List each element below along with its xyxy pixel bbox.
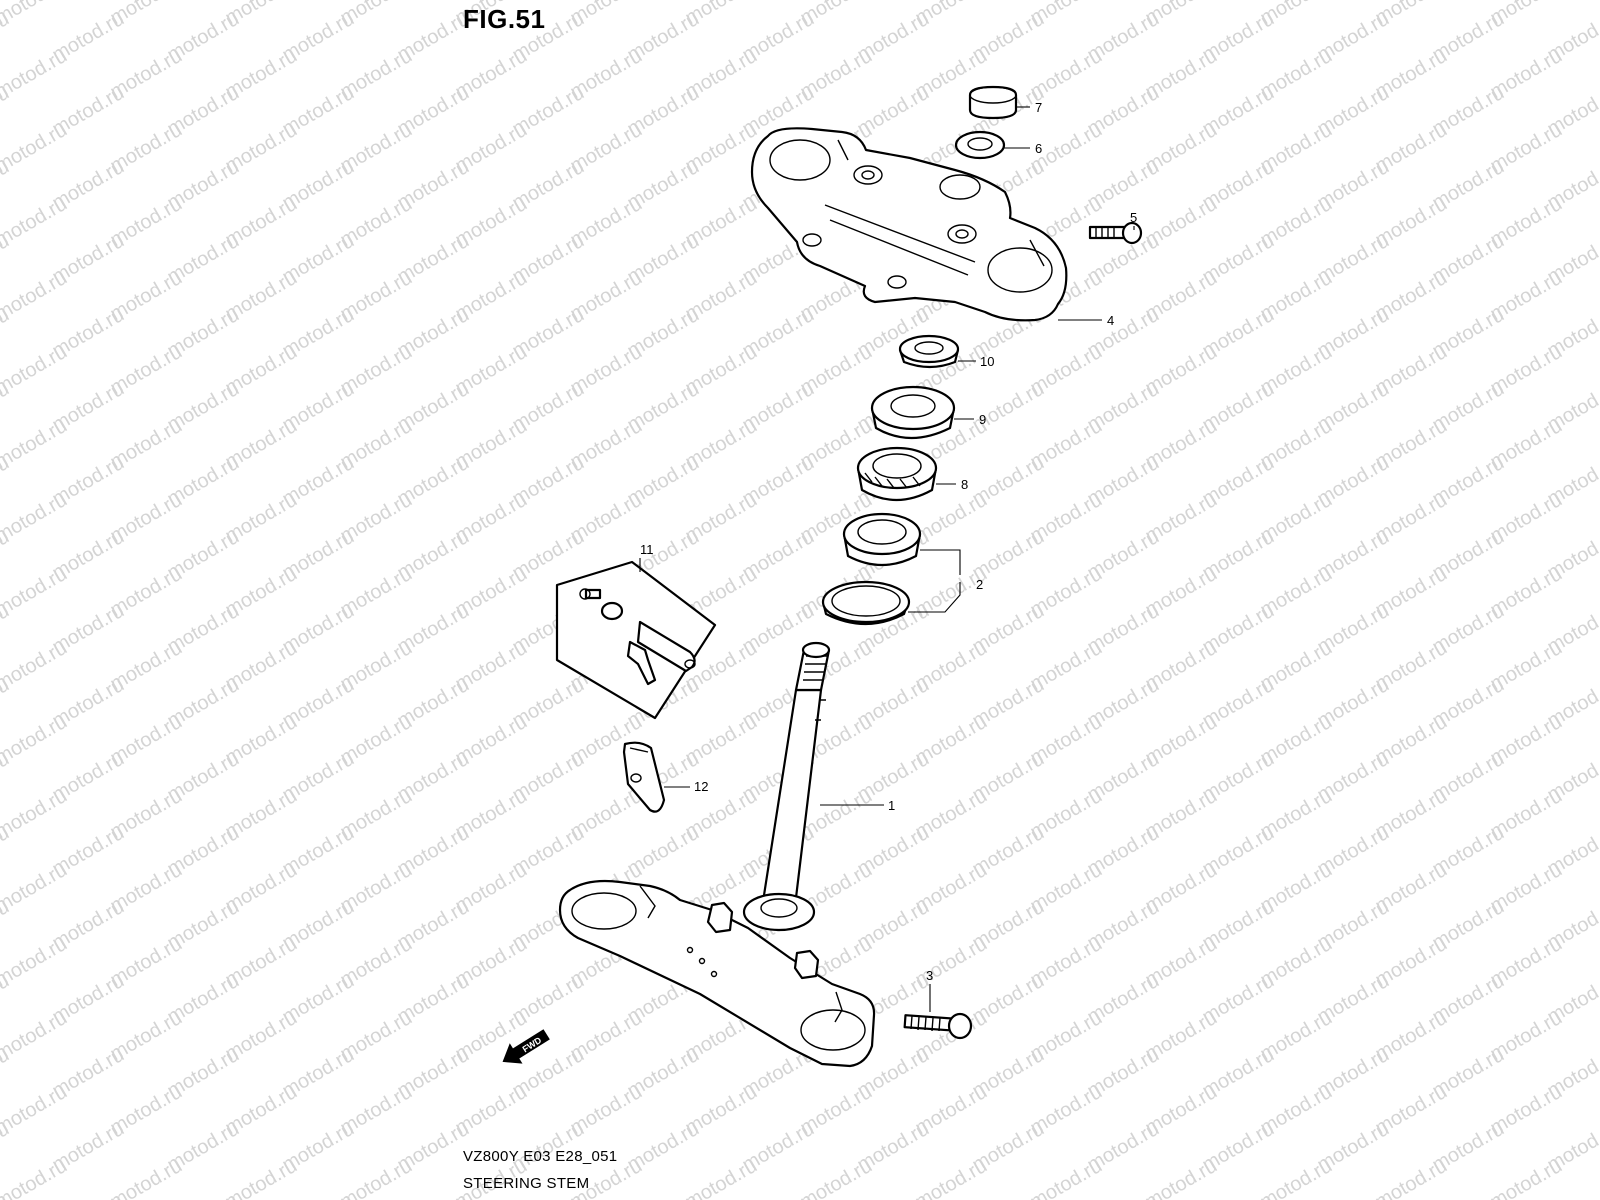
watermark-text: motod.ru xyxy=(0,1155,71,1200)
watermark-text: motod.ru xyxy=(1142,1155,1221,1200)
watermark-text: motod.ru xyxy=(0,933,71,992)
watermark-text: motod.ru xyxy=(0,1081,71,1140)
watermark-text: motod.ru xyxy=(624,1192,703,1200)
callout-1[interactable]: 1 xyxy=(888,798,895,813)
watermark-text: motod.ru xyxy=(0,785,71,844)
watermark-text: motod.ru xyxy=(49,1192,128,1200)
part-2-race-set[interactable] xyxy=(821,512,922,626)
watermark-text: motod.ru xyxy=(337,1155,416,1200)
callout-2[interactable]: 2 xyxy=(976,577,983,592)
watermark-text: motod.ru xyxy=(394,1192,473,1200)
watermark-text: motod.ru xyxy=(1084,1192,1163,1200)
watermark-text: motod.ru xyxy=(1429,1192,1508,1200)
watermark-text: motod.ru xyxy=(222,1155,301,1200)
watermark-text: motod.ru xyxy=(0,711,71,770)
part-9-seal[interactable] xyxy=(870,385,956,439)
watermark-text: motod.ru xyxy=(682,1155,761,1200)
watermark-text: motod.ru xyxy=(1544,1192,1600,1200)
watermark-text: motod.ru xyxy=(1199,1192,1278,1200)
watermark-text: motod.ru xyxy=(1372,1155,1451,1200)
section-title: STEERING STEM xyxy=(463,1175,590,1192)
watermark-text: motod.ru xyxy=(739,1192,818,1200)
part-5-bolt[interactable] xyxy=(1088,221,1143,245)
watermark-text: motod.ru xyxy=(854,1192,933,1200)
part-7-cap[interactable] xyxy=(968,85,1018,120)
watermark-text: motod.ru xyxy=(0,637,71,696)
part-12-plate[interactable] xyxy=(622,741,666,813)
callout-8[interactable]: 8 xyxy=(961,477,968,492)
part-10-nut[interactable] xyxy=(898,334,960,369)
callout-3[interactable]: 3 xyxy=(926,968,933,983)
watermark-text: motod.ru xyxy=(0,267,71,326)
callout-12[interactable]: 12 xyxy=(694,779,708,794)
watermark-text: motod.ru xyxy=(164,1192,243,1200)
part-8-bearing[interactable] xyxy=(856,446,938,501)
watermark-text: motod.ru xyxy=(279,1192,358,1200)
watermark-text: motod.ru xyxy=(509,1192,588,1200)
watermark-text: motod.ru xyxy=(969,1192,1048,1200)
watermark-text: motod.ru xyxy=(0,1007,71,1066)
part-6-washer[interactable] xyxy=(954,130,1006,160)
watermark-text: motod.ru xyxy=(1257,1155,1336,1200)
watermark-text: motod.ru xyxy=(912,1155,991,1200)
watermark-text: motod.ru xyxy=(107,1155,186,1200)
leader-lines xyxy=(639,106,1135,1012)
figure-title: FIG.51 xyxy=(463,4,546,34)
watermark-text: motod.ru xyxy=(0,563,71,622)
callout-9[interactable]: 9 xyxy=(979,412,986,427)
callout-7[interactable]: 7 xyxy=(1035,100,1042,115)
part-11-lock-set[interactable] xyxy=(555,560,717,720)
part-3-bolt[interactable] xyxy=(903,1012,973,1040)
watermark-text: motod.ru xyxy=(0,341,71,400)
watermark-text: motod.ru xyxy=(797,1155,876,1200)
watermark-text: motod.ru xyxy=(0,45,71,104)
watermark-text: motod.ru xyxy=(0,119,71,178)
callout-10[interactable]: 10 xyxy=(980,354,994,369)
part-4-upper-bracket[interactable] xyxy=(750,127,1068,322)
callout-11[interactable]: 11 xyxy=(640,542,654,557)
watermark-text: motod.ru xyxy=(0,489,71,548)
part-1-steering-stem[interactable] xyxy=(558,641,876,1068)
callout-labels: 7 6 5 4 10 9 8 2 11 12 1 3 xyxy=(640,100,1137,983)
watermark-text: motod.ru xyxy=(1487,1155,1566,1200)
watermark-text: motod.ru xyxy=(1027,1155,1106,1200)
watermark-text: motod.ru xyxy=(0,415,71,474)
watermark-text: motod.ru xyxy=(0,193,71,252)
watermark-text: motod.ru xyxy=(1314,1192,1393,1200)
watermark-text: motod.ru xyxy=(0,859,71,918)
callout-5[interactable]: 5 xyxy=(1130,210,1137,225)
model-code: VZ800Y E03 E28_051 xyxy=(463,1148,618,1165)
callout-4[interactable]: 4 xyxy=(1107,313,1114,328)
callout-6[interactable]: 6 xyxy=(1035,141,1042,156)
